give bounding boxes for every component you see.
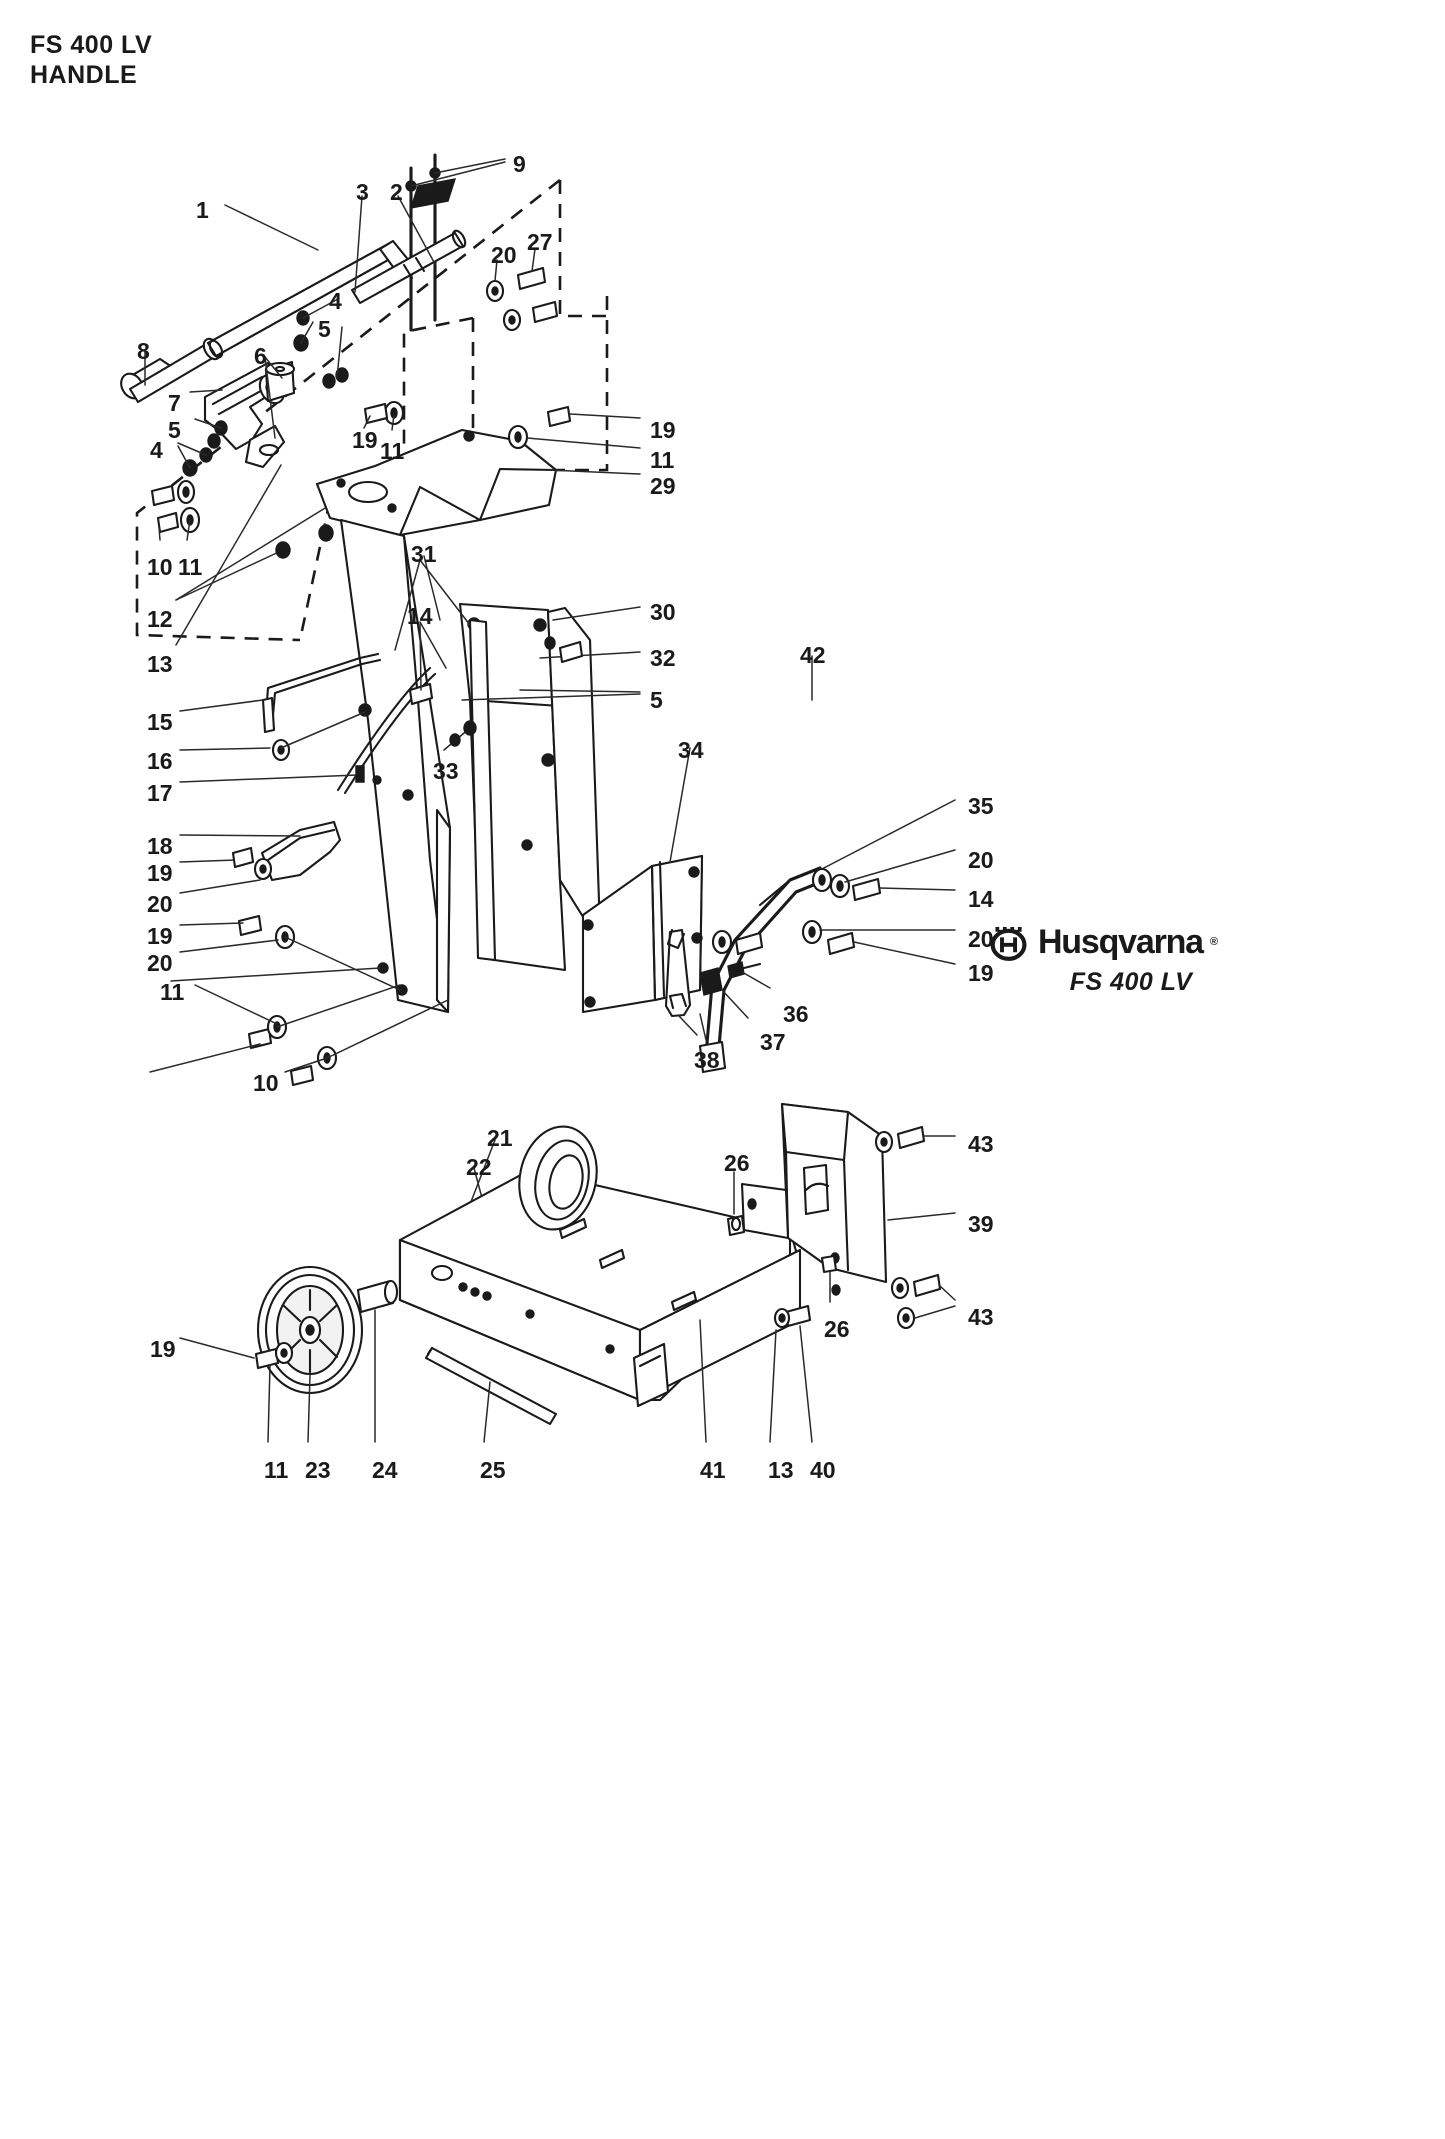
- part-41-base-frame: [398, 1168, 802, 1443]
- callout-number-25: 25: [480, 1457, 506, 1483]
- brand-model-text: FS 400 LV: [1069, 968, 1193, 996]
- callout-number-34: 34: [678, 737, 704, 763]
- callout-number-43: 43: [968, 1304, 994, 1330]
- callout-number-20: 20: [147, 950, 173, 976]
- callout-number-13: 13: [768, 1457, 794, 1483]
- leader-lines: [144, 195, 813, 1073]
- part-2-decal-plate: [409, 178, 457, 209]
- callout-number-2: 2: [390, 179, 403, 205]
- callout-number-5: 5: [318, 316, 331, 342]
- callout-number-5: 5: [650, 687, 663, 713]
- callout-number-39: 39: [968, 1211, 994, 1237]
- callout-number-37: 37: [760, 1029, 786, 1055]
- fasteners-left-stack: [150, 464, 334, 646]
- callout-number-4: 4: [329, 288, 342, 314]
- callout-number-30: 30: [650, 599, 676, 625]
- callout-number-11: 11: [160, 979, 185, 1005]
- callout-number-19: 19: [352, 427, 378, 453]
- fasteners-43: [874, 1125, 956, 1330]
- callout-number-43: 43: [968, 1131, 994, 1157]
- callout-number-36: 36: [783, 1001, 809, 1027]
- callout-number-14: 14: [968, 886, 994, 912]
- callout-number-20: 20: [968, 926, 994, 952]
- brand-wordmark: Husqvarna: [1037, 923, 1204, 961]
- callout-number-7: 7: [168, 390, 181, 416]
- parts-36-37-clamp: [699, 961, 771, 1019]
- callout-number-19: 19: [968, 960, 994, 986]
- callout-number-26: 26: [724, 1150, 750, 1176]
- part-23-road-wheel-rear: [518, 1125, 598, 1231]
- callout-number-15: 15: [147, 709, 173, 735]
- callout-number-10: 10: [253, 1070, 279, 1096]
- callout-number-11: 11: [178, 554, 203, 580]
- callout-number-11: 11: [380, 438, 405, 464]
- fasteners-20-27: [485, 248, 559, 332]
- callout-number-42: 42: [800, 642, 826, 668]
- callout-number-41: 41: [700, 1457, 726, 1483]
- callout-number-23: 23: [305, 1457, 331, 1483]
- part-39-fender-guard: [740, 1102, 956, 1296]
- callout-number-13: 13: [147, 651, 173, 677]
- callout-number-20: 20: [491, 242, 517, 268]
- fasteners-4-5-upper: [293, 298, 349, 389]
- title-block: FS 400 LV HANDLE: [30, 30, 152, 90]
- fasteners-lower-left: [194, 984, 449, 1087]
- callout-number-18: 18: [147, 833, 173, 859]
- callout-number-19: 19: [150, 1336, 176, 1362]
- callout-number-9: 9: [513, 151, 526, 177]
- registered-mark: ®: [1209, 936, 1218, 948]
- callout-number-33: 33: [433, 758, 459, 784]
- callout-number-24: 24: [372, 1457, 398, 1483]
- callout-number-4: 4: [150, 437, 163, 463]
- callout-number-38: 38: [694, 1047, 720, 1073]
- part-35-lifting-handle: [698, 799, 956, 1074]
- fasteners-console: [363, 400, 641, 475]
- husqvarna-crown-h-icon: [990, 927, 1027, 961]
- callout-number-35: 35: [968, 793, 994, 819]
- callout-number-10: 10: [147, 554, 173, 580]
- part-23-road-wheel-front: [179, 1265, 399, 1443]
- callout-number-5: 5: [168, 417, 181, 443]
- callout-number-19: 19: [147, 923, 173, 949]
- part-15-side-bar: [179, 652, 382, 783]
- parts-26-clips: [726, 1171, 838, 1303]
- callout-number-31: 31: [411, 541, 437, 567]
- callout-number-8: 8: [137, 338, 150, 364]
- part-18-mud-guard: [179, 820, 342, 894]
- part-25-rubber-strip: [424, 1346, 558, 1443]
- callout-number-19: 19: [650, 417, 676, 443]
- callout-number-29: 29: [650, 473, 676, 499]
- callout-number-11: 11: [650, 447, 675, 473]
- callout-number-3: 3: [356, 179, 369, 205]
- section-title: HANDLE: [30, 61, 138, 89]
- callout-number-20: 20: [147, 891, 173, 917]
- part-3-handlebar-tube: [120, 229, 467, 404]
- callout-number-6: 6: [254, 343, 267, 369]
- part-38-wrench-tool: [664, 928, 698, 1036]
- callout-number-40: 40: [810, 1457, 836, 1483]
- fasteners-4-5-lower: [177, 418, 228, 477]
- callout-number-26: 26: [824, 1316, 850, 1342]
- leaders-mid: [394, 559, 477, 751]
- fasteners-left-mid: [179, 914, 401, 991]
- callout-number-16: 16: [147, 748, 173, 774]
- part-31-left-body-panel: [336, 518, 452, 1014]
- center-body-panel: [458, 602, 567, 972]
- brand-mark: Husqvarna ® FS 400 LV: [988, 920, 1218, 997]
- callout-number-11: 11: [264, 1457, 289, 1483]
- callout-number-1: 1: [196, 197, 209, 223]
- callout-number-17: 17: [147, 780, 173, 806]
- callout-number-22: 22: [466, 1154, 492, 1180]
- callout-number-32: 32: [650, 645, 676, 671]
- callout-number-20: 20: [968, 847, 994, 873]
- callout-number-19: 19: [147, 860, 173, 886]
- model-title: FS 400 LV: [30, 31, 153, 59]
- callout-number-14: 14: [407, 603, 433, 629]
- callout-number-12: 12: [147, 606, 173, 632]
- fasteners-13-40: [769, 1304, 813, 1443]
- callout-number-27: 27: [527, 229, 553, 255]
- callout-number-21: 21: [487, 1125, 513, 1151]
